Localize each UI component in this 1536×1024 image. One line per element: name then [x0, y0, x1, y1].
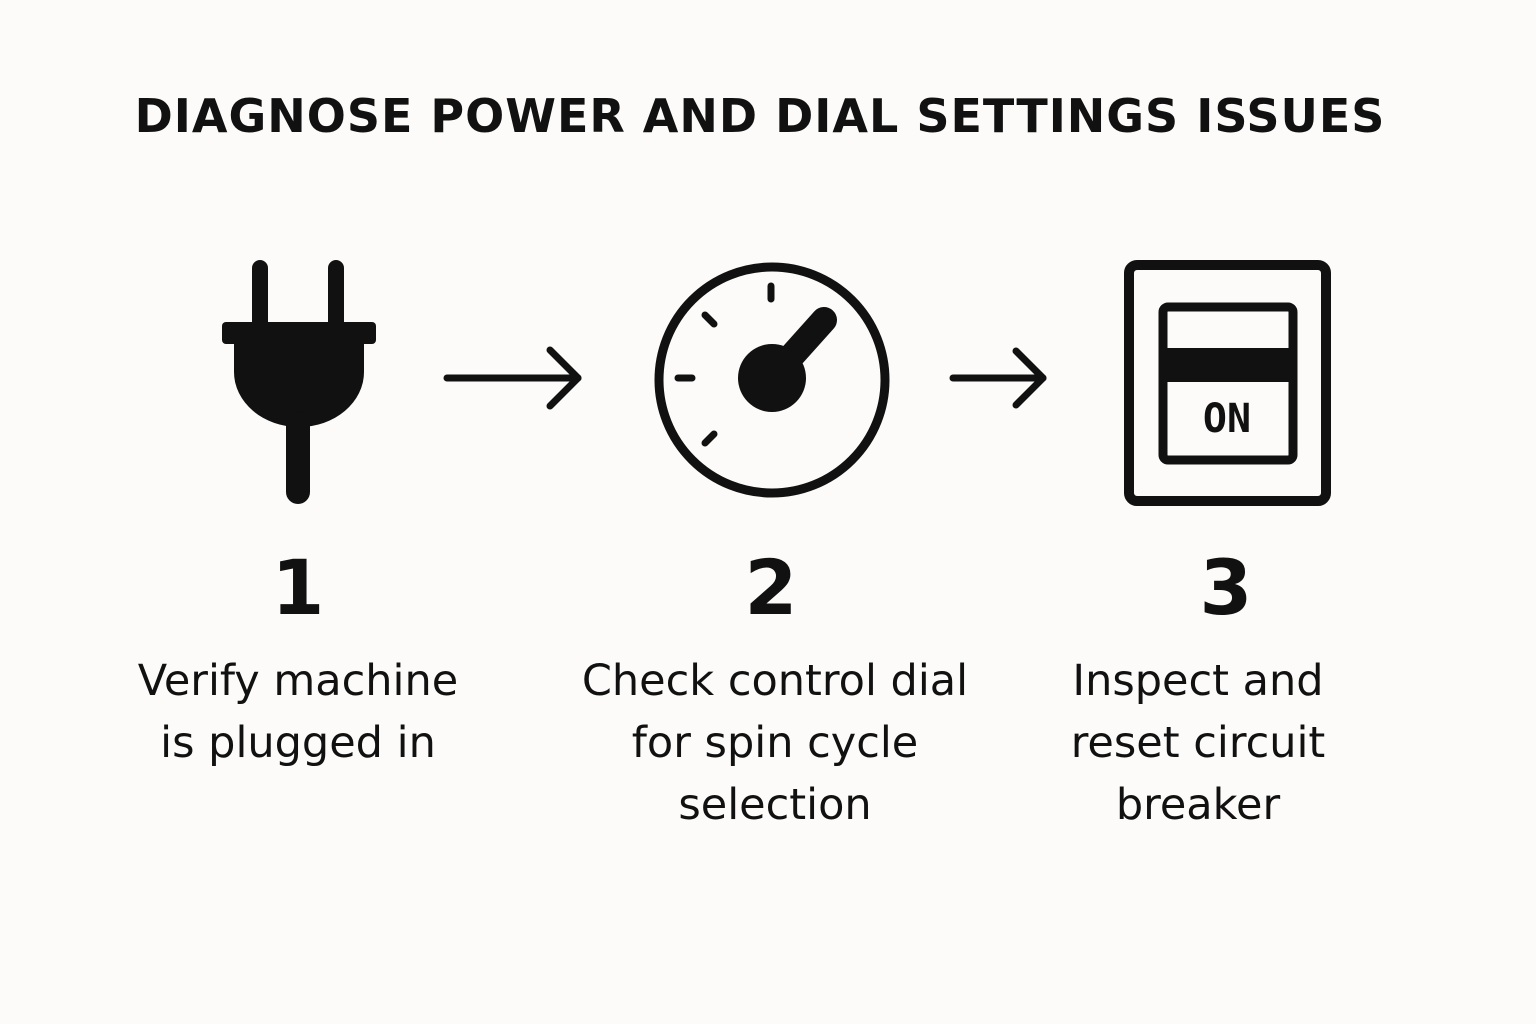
page-title: DIAGNOSE POWER AND DIAL SETTINGS ISSUES: [134, 89, 1386, 143]
circuit-breaker-icon: ON: [1124, 260, 1331, 506]
arrow-right-icon: [443, 346, 582, 410]
step-number: 2: [744, 543, 798, 632]
step-label: Verify machine is plugged in: [137, 656, 459, 768]
breaker-on-label: ON: [1203, 396, 1251, 442]
control-dial-icon: [654, 262, 890, 498]
power-plug-icon: [222, 260, 376, 504]
arrow-right-icon: [949, 347, 1047, 409]
step-number: 3: [1199, 543, 1253, 632]
step-number: 1: [271, 543, 325, 632]
step-label: Inspect and reset circuit breaker: [1070, 656, 1326, 830]
step-label: Check control dial for spin cycle select…: [581, 656, 969, 830]
